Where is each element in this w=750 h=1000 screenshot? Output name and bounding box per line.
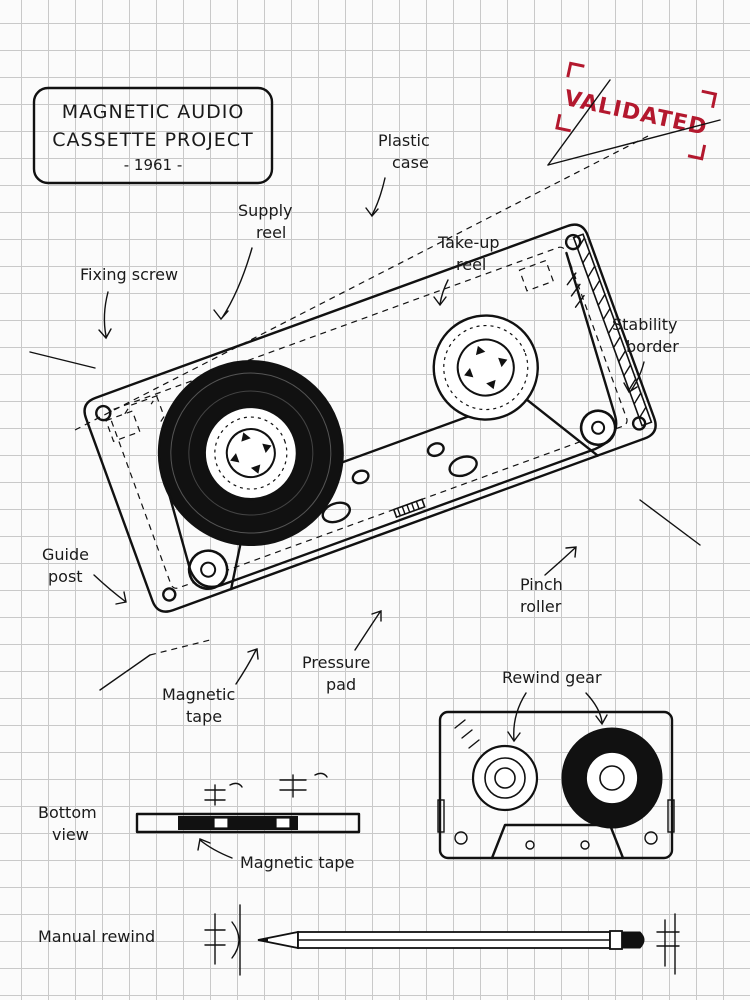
capstan-hole-right <box>448 455 478 478</box>
title-year: - 1961 - <box>124 156 183 174</box>
title-block: MAGNETIC AUDIO CASSETTE PROJECT - 1961 - <box>32 86 274 185</box>
label-stability-border-2: border <box>626 337 679 356</box>
main-cassette <box>83 223 657 613</box>
label-pressure-pad-2: pad <box>326 675 356 694</box>
title-frame <box>32 86 274 185</box>
label-guide-post-2: post <box>48 567 83 586</box>
label-stability-border-1: Stability <box>612 315 677 334</box>
label-rewind-gear: Rewind gear <box>502 668 602 687</box>
fixing-screw-top-left <box>95 404 112 422</box>
arrow-fixing-screw <box>98 291 112 340</box>
bottom-view-tape-slot <box>178 816 298 830</box>
pressure-pad <box>392 498 426 519</box>
manual-rewind: Manual rewind <box>38 904 680 976</box>
label-plastic-case-1: Plastic <box>378 131 430 150</box>
take-up-reel <box>432 314 539 421</box>
label-fixing-screw: Fixing screw <box>80 265 178 284</box>
label-bottom-view-1: Bottom <box>38 803 97 822</box>
arrow-magnetic-tape <box>235 648 259 685</box>
title-line-2: CASSETTE PROJECT <box>52 129 253 151</box>
label-plastic-case-2: case <box>392 153 429 172</box>
plastic-case-shell <box>83 223 657 613</box>
supply-reel <box>157 360 344 547</box>
title-line-1: MAGNETIC AUDIO <box>62 101 245 123</box>
bottom-view-body <box>135 812 361 834</box>
label-magnetic-tape-1: Magnetic <box>162 685 235 704</box>
pencil <box>257 930 645 950</box>
arrow-rewind-gear-right <box>585 692 608 726</box>
label-magnetic-tape-2: tape <box>186 707 222 726</box>
label-pressure-pad-1: Pressure <box>302 653 370 672</box>
label-supply-reel-2: reel <box>256 223 286 242</box>
fixing-screw-top-right <box>564 233 582 251</box>
arrow-take-up-reel <box>433 279 449 307</box>
label-pinch-roller-1: Pinch <box>520 575 563 594</box>
arrow-supply-reel <box>213 247 253 321</box>
label-take-up-reel-1: Take-up <box>437 233 500 252</box>
construction-lines <box>29 79 721 691</box>
capstan-hole-left <box>321 501 351 524</box>
magnetic-tape-path <box>165 251 618 589</box>
arrow-guide-post <box>93 574 127 605</box>
validated-stamp: VALIDATED <box>555 61 718 161</box>
arrow-magnetic-tape-bottom <box>197 838 233 859</box>
label-guide-post-1: Guide <box>42 545 89 564</box>
label-manual-rewind: Manual rewind <box>38 927 155 946</box>
stamp-corners <box>555 61 718 161</box>
label-bottom-view-2: view <box>52 825 89 844</box>
arrow-pinch-roller <box>544 546 577 576</box>
small-cassette-window <box>490 823 625 860</box>
annotations: Plastic case Supply reel Take-up reel Fi… <box>42 131 679 743</box>
label-take-up-reel-2: reel <box>456 255 486 274</box>
fixing-screw-bottom-right <box>631 416 647 431</box>
arrow-plastic-case <box>365 177 386 218</box>
label-pinch-roller-2: roller <box>520 597 562 616</box>
small-cassette-shell <box>438 710 674 860</box>
arrow-pressure-pad <box>354 610 382 651</box>
label-magnetic-tape-bottom: Magnetic tape <box>240 853 354 872</box>
arrow-stability-border <box>623 361 645 393</box>
bottom-view: Bottom view Magnetic tape <box>38 772 361 872</box>
stamp-text: VALIDATED <box>562 86 710 141</box>
small-cassette-front-view <box>437 710 675 860</box>
fixing-screw-bottom-left <box>162 587 177 602</box>
arrow-rewind-gear-left <box>507 692 527 743</box>
label-supply-reel-1: Supply <box>238 201 293 220</box>
